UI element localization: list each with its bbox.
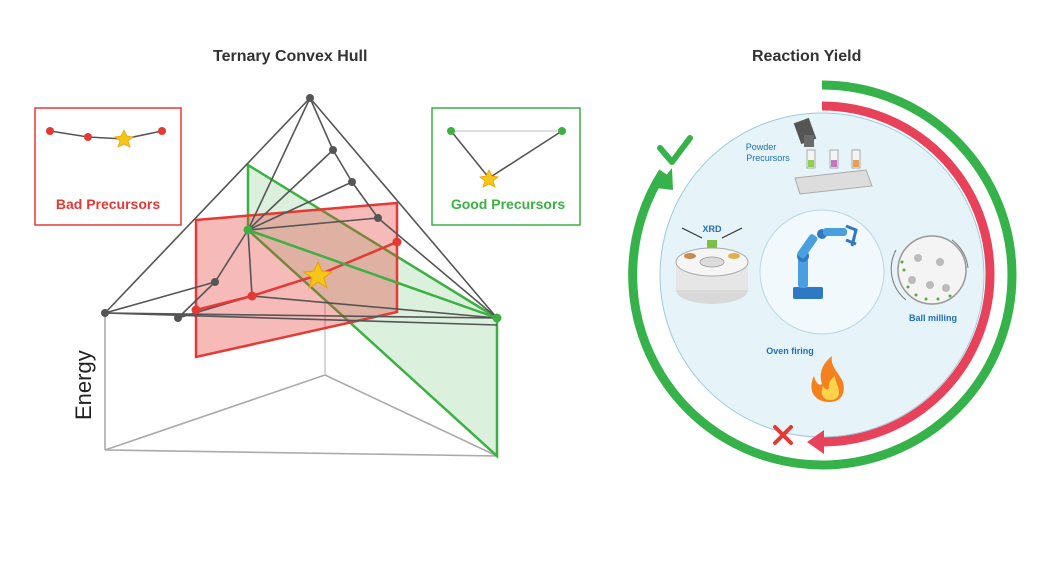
oven-label: Oven firing — [766, 346, 814, 356]
good-point — [243, 225, 253, 235]
powder-label-line2: Precursors — [746, 153, 790, 163]
red-arrow-head — [807, 430, 824, 454]
convex-hull-diagram — [101, 94, 502, 459]
bad-point — [392, 237, 402, 247]
hull-edges — [104, 97, 498, 326]
bad-point — [191, 305, 201, 315]
ball-milling-label: Ball milling — [909, 313, 957, 323]
check-icon — [657, 135, 693, 165]
bad-point — [247, 291, 257, 301]
left-title: Ternary Convex Hull — [213, 48, 368, 65]
good-point — [492, 313, 502, 323]
bad-precursors-box: Bad Precursors — [34, 107, 182, 226]
right-title: Reaction Yield — [752, 48, 862, 65]
red-cycle-arc — [821, 101, 995, 447]
good-plane — [246, 162, 499, 459]
good-precursors-box: Good Precursors — [431, 107, 581, 226]
xrd-label: XRD — [702, 224, 722, 234]
robot-arm-icon — [793, 224, 858, 299]
good-reaction-line — [247, 228, 498, 320]
good-precursors-label: Good Precursors — [451, 196, 566, 212]
star-icon — [479, 169, 499, 188]
green-cycle-arc — [628, 80, 1017, 470]
star-icon — [114, 129, 134, 148]
xrd-station — [675, 227, 749, 304]
bad-precursors-label: Bad Precursors — [56, 196, 160, 212]
robot-circle — [759, 209, 885, 335]
green-arrow-head — [656, 168, 673, 190]
hull-vertices — [101, 94, 382, 322]
powder-label-line1: Powder — [746, 142, 777, 152]
energy-axis-label: Energy — [71, 350, 96, 420]
target-star-icon — [302, 260, 334, 290]
cross-icon — [773, 425, 793, 445]
bad-reaction-line — [195, 240, 398, 312]
ball-milling-station — [890, 235, 969, 305]
powder-station — [793, 117, 873, 195]
fire-icon — [811, 356, 844, 402]
reaction-cycle: Powder Precursors XRD — [628, 80, 1017, 470]
